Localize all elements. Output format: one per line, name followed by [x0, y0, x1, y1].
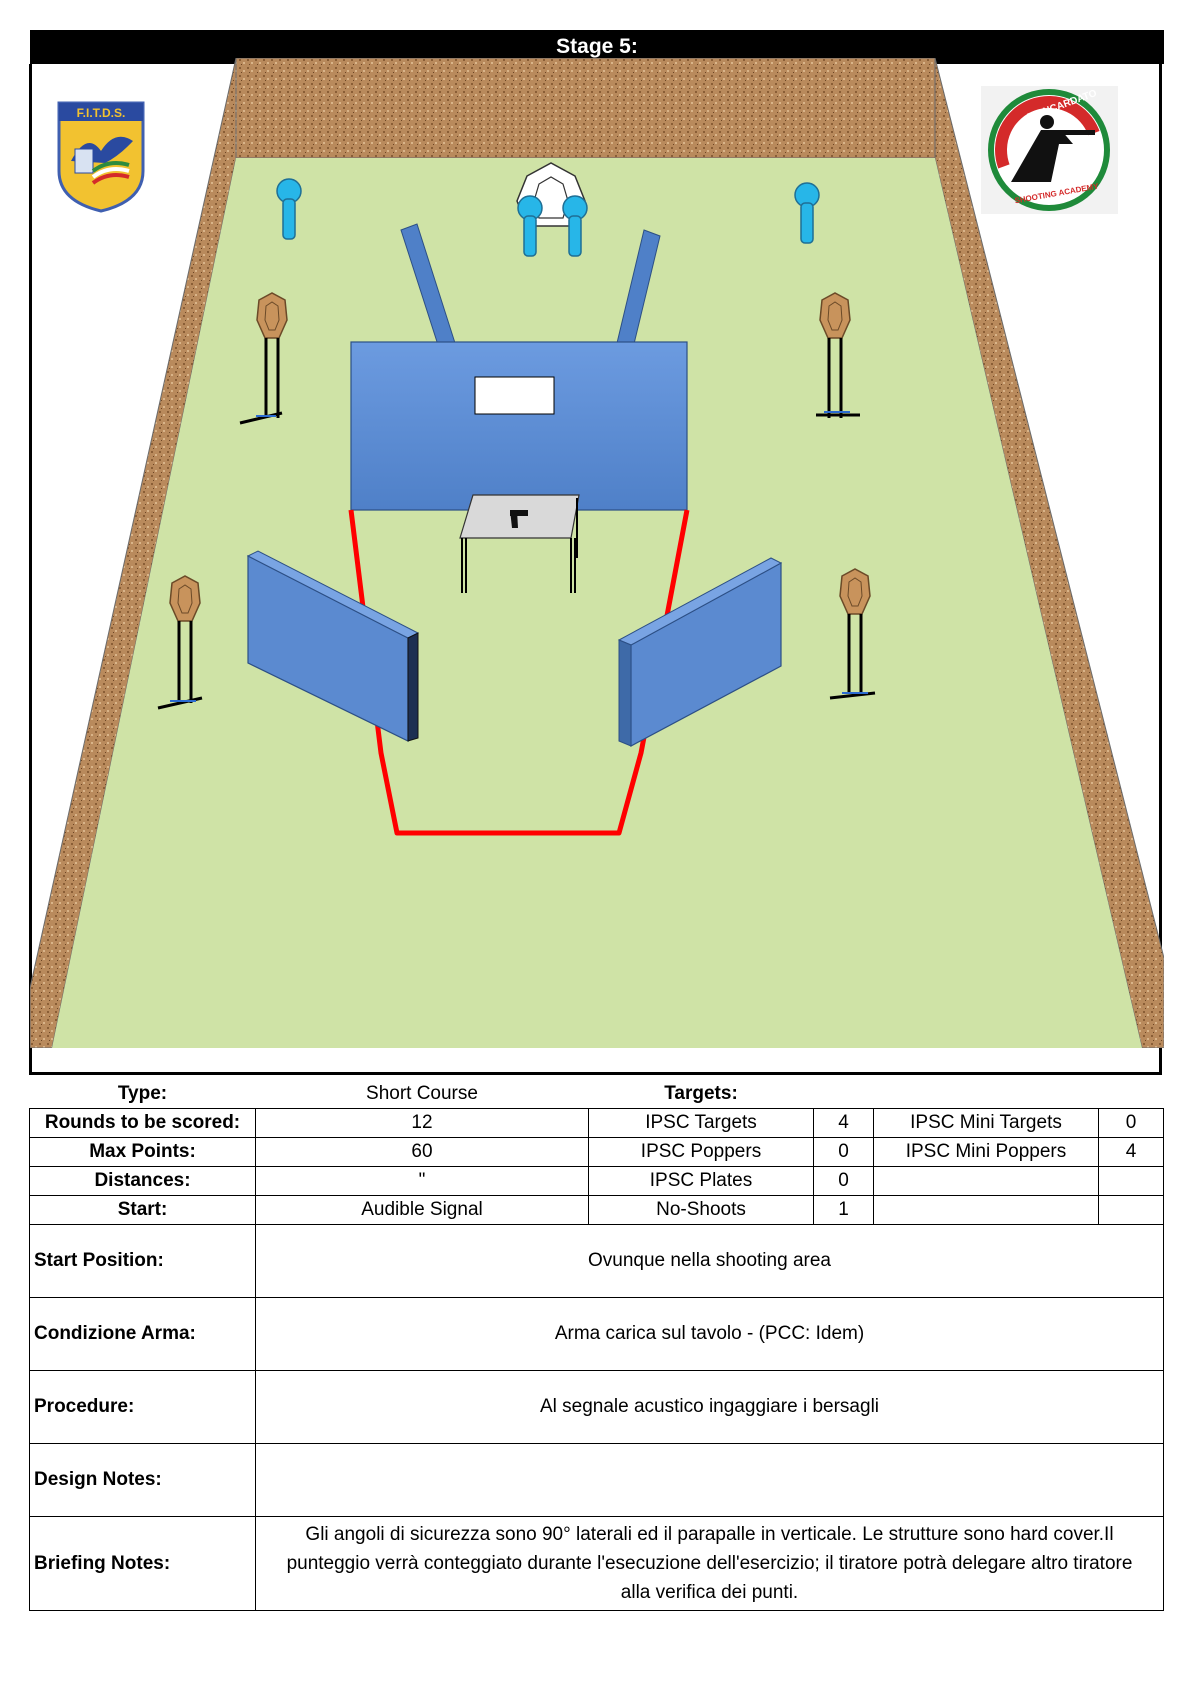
left-barricade: [246, 550, 420, 742]
stage-diagram: [30, 58, 1164, 1048]
left-berm: [30, 58, 237, 1048]
ipsc-target-1: [239, 292, 288, 425]
condizione-label: Condizione Arma:: [29, 1297, 256, 1371]
procedure-label: Procedure:: [29, 1370, 256, 1444]
briefing-notes-value: Gli angoli di sicurezza sono 90° lateral…: [255, 1516, 1164, 1611]
targets-label: Targets:: [588, 1080, 814, 1109]
mini-poppers-label: IPSC Mini Poppers: [873, 1137, 1099, 1167]
type-value: Short Course: [255, 1080, 589, 1109]
noshoots-label: No-Shoots: [588, 1195, 814, 1225]
procedure-value: Al segnale acustico ingaggiare i bersagl…: [255, 1370, 1164, 1444]
rounds-label: Rounds to be scored:: [29, 1108, 256, 1138]
start-value: Audible Signal: [255, 1195, 589, 1225]
pistol-icon: [510, 510, 528, 528]
ipsc-target-3: [157, 575, 203, 710]
mini-popper-3: [562, 195, 588, 257]
maxpoints-value: 60: [255, 1137, 589, 1167]
briefing-notes-label: Briefing Notes:: [29, 1516, 256, 1611]
grass-area: [52, 158, 1142, 1048]
ipsc-targets-label: IPSC Targets: [588, 1108, 814, 1138]
fitds-logo-text: F.I.T.D.S.: [77, 106, 126, 120]
distances-value: ": [255, 1166, 589, 1196]
design-notes-label: Design Notes:: [29, 1443, 256, 1517]
ipsc-target-2: [816, 292, 860, 418]
piancardato-logo: PIANCARDATO SHOOTING ACADEMY: [981, 86, 1118, 214]
mini-popper-1: [276, 178, 302, 240]
ipsc-targets-value: 4: [813, 1108, 874, 1138]
start-position-value: Ovunque nella shooting area: [255, 1224, 1164, 1298]
start-label: Start:: [29, 1195, 256, 1225]
mini-targets-value: 0: [1098, 1108, 1164, 1138]
ipsc-target-4: [829, 568, 876, 700]
fitds-logo: F.I.T.D.S.: [57, 101, 145, 213]
ipsc-poppers-value: 0: [813, 1137, 874, 1167]
ipsc-plates-value: 0: [813, 1166, 874, 1196]
wall-window: [474, 376, 555, 415]
right-barricade: [617, 557, 783, 747]
mini-poppers-value: 4: [1098, 1137, 1164, 1167]
condizione-value: Arma carica sul tavolo - (PCC: Idem): [255, 1297, 1164, 1371]
rounds-value: 12: [255, 1108, 589, 1138]
center-wall: [350, 341, 688, 511]
start-position-label: Start Position:: [29, 1224, 256, 1298]
design-notes-value: [255, 1443, 1164, 1517]
start-table: [459, 494, 580, 593]
maxpoints-label: Max Points:: [29, 1137, 256, 1167]
distances-label: Distances:: [29, 1166, 256, 1196]
mini-popper-2: [517, 195, 543, 257]
noshoots-value: 1: [813, 1195, 874, 1225]
mini-targets-label: IPSC Mini Targets: [873, 1108, 1099, 1138]
ipsc-poppers-label: IPSC Poppers: [588, 1137, 814, 1167]
ipsc-plates-label: IPSC Plates: [588, 1166, 814, 1196]
back-berm: [235, 58, 936, 159]
right-berm: [934, 58, 1164, 1048]
stage-info-table: Type: Short Course Targets: Rounds to be…: [29, 1080, 1164, 1611]
type-label: Type:: [29, 1080, 256, 1109]
mini-popper-4: [794, 182, 820, 244]
